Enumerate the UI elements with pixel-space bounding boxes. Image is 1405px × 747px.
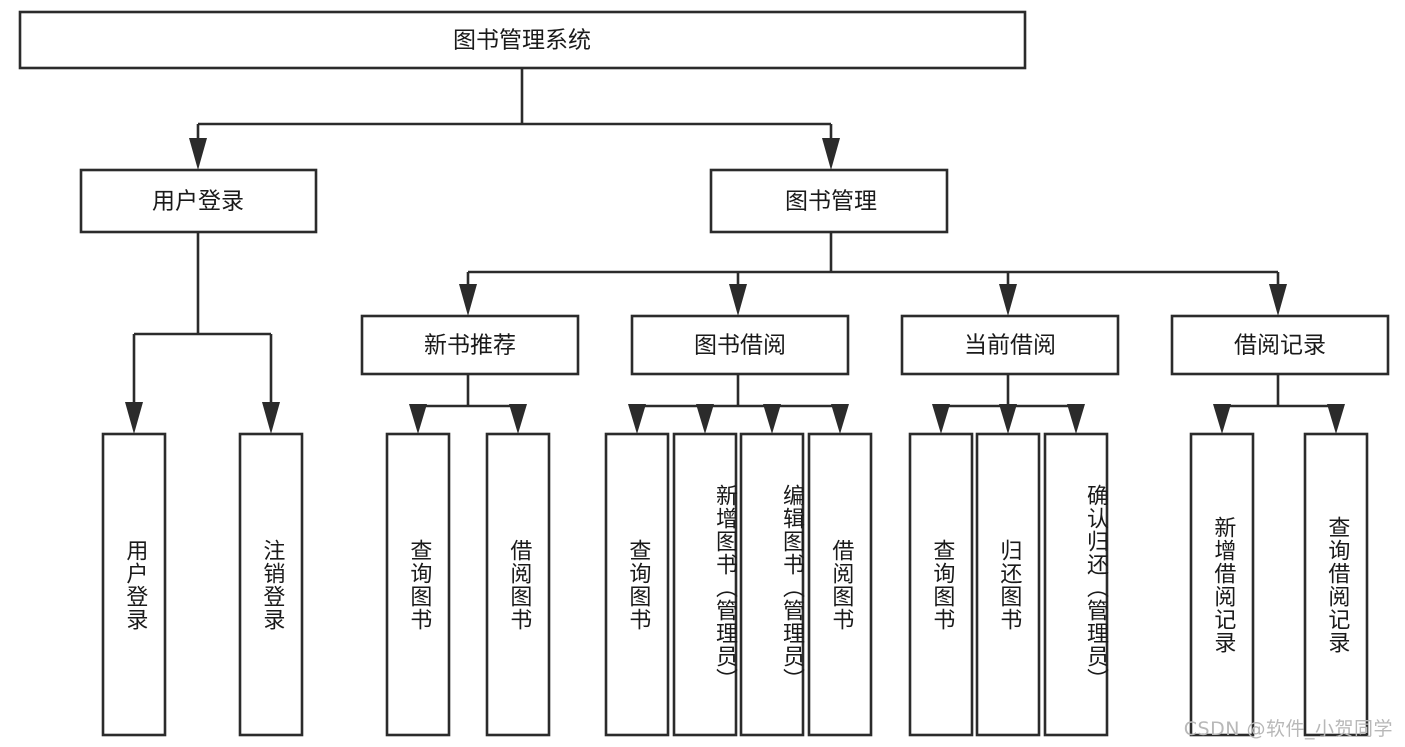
node-newbook-box[interactable]: [360, 314, 580, 376]
node-records[interactable]: 借阅记录: [1170, 314, 1390, 376]
node-leaf-5-box[interactable]: [604, 432, 670, 737]
leaf-boxes: [101, 432, 1369, 737]
arrowhead-bookmgmt: [822, 138, 840, 170]
node-bookmgmt[interactable]: 图书管理: [709, 168, 949, 234]
node-borrow-label: 图书借阅: [694, 333, 786, 359]
node-records-label: 借阅记录: [1234, 333, 1326, 359]
node-newbook-label: 新书推荐: [424, 333, 516, 359]
node-leaf-10-box[interactable]: [975, 432, 1041, 737]
arrowhead-leaf-1: [125, 402, 143, 434]
node-records-box[interactable]: [1170, 314, 1390, 376]
edge-group-current: [932, 374, 1085, 434]
node-root-box[interactable]: [18, 10, 1027, 70]
arrowhead-leaf-13: [1327, 404, 1345, 434]
node-leaf-8-box[interactable]: [807, 432, 873, 737]
arrowhead-newbook: [459, 284, 477, 316]
node-current[interactable]: 当前借阅: [900, 314, 1120, 376]
edge-group-login: [125, 232, 280, 434]
node-leaf-9-box[interactable]: [908, 432, 974, 737]
edge-group-borrow: [628, 374, 849, 434]
node-bookmgmt-label: 图书管理: [785, 189, 877, 215]
arrowhead-leaf-7: [763, 404, 781, 434]
node-borrow[interactable]: 图书借阅: [630, 314, 850, 376]
arrowhead-leaf-2: [262, 402, 280, 434]
node-leaf-6-box[interactable]: [672, 432, 738, 737]
node-borrow-box[interactable]: [630, 314, 850, 376]
node-leaf-1-box[interactable]: [101, 432, 167, 737]
arrowhead-leaf-8: [831, 404, 849, 434]
node-leaf-7-box[interactable]: [739, 432, 805, 737]
arrowhead-leaf-11: [1067, 404, 1085, 434]
edge-group-bookmgmt: [459, 232, 1287, 316]
node-leaf-13-box[interactable]: [1303, 432, 1369, 737]
arrowhead-leaf-6: [696, 404, 714, 434]
arrowhead-leaf-3: [409, 404, 427, 434]
node-bookmgmt-box[interactable]: [709, 168, 949, 234]
node-current-box[interactable]: [900, 314, 1120, 376]
node-login-box[interactable]: [79, 168, 318, 234]
watermark-text: CSDN @软件_小贺同学: [1183, 718, 1393, 740]
node-leaf-4-box[interactable]: [485, 432, 551, 737]
node-leaf-3-box[interactable]: [385, 432, 451, 737]
node-root-label: 图书管理系统: [453, 28, 591, 54]
edge-group-records: [1213, 374, 1345, 434]
edge-group-root: [189, 68, 840, 170]
node-root[interactable]: 图书管理系统: [18, 10, 1027, 70]
arrowhead-current: [999, 284, 1017, 316]
node-newbook[interactable]: 新书推荐: [360, 314, 580, 376]
node-leaf-12-box[interactable]: [1189, 432, 1255, 737]
arrowhead-borrow: [729, 284, 747, 316]
arrowhead-leaf-12: [1213, 404, 1231, 434]
edge-group-newbook: [409, 374, 527, 434]
node-login[interactable]: 用户登录: [79, 168, 318, 234]
arrowhead-login: [189, 138, 207, 170]
arrowhead-records: [1269, 284, 1287, 316]
node-login-label: 用户登录: [152, 189, 244, 215]
arrowhead-leaf-9: [932, 404, 950, 434]
arrowhead-leaf-10: [999, 404, 1017, 434]
arrowhead-leaf-4: [509, 404, 527, 434]
node-leaf-11-box[interactable]: [1043, 432, 1109, 737]
node-leaf-2-box[interactable]: [238, 432, 304, 737]
node-current-label: 当前借阅: [964, 333, 1056, 359]
arrowhead-leaf-5: [628, 404, 646, 434]
